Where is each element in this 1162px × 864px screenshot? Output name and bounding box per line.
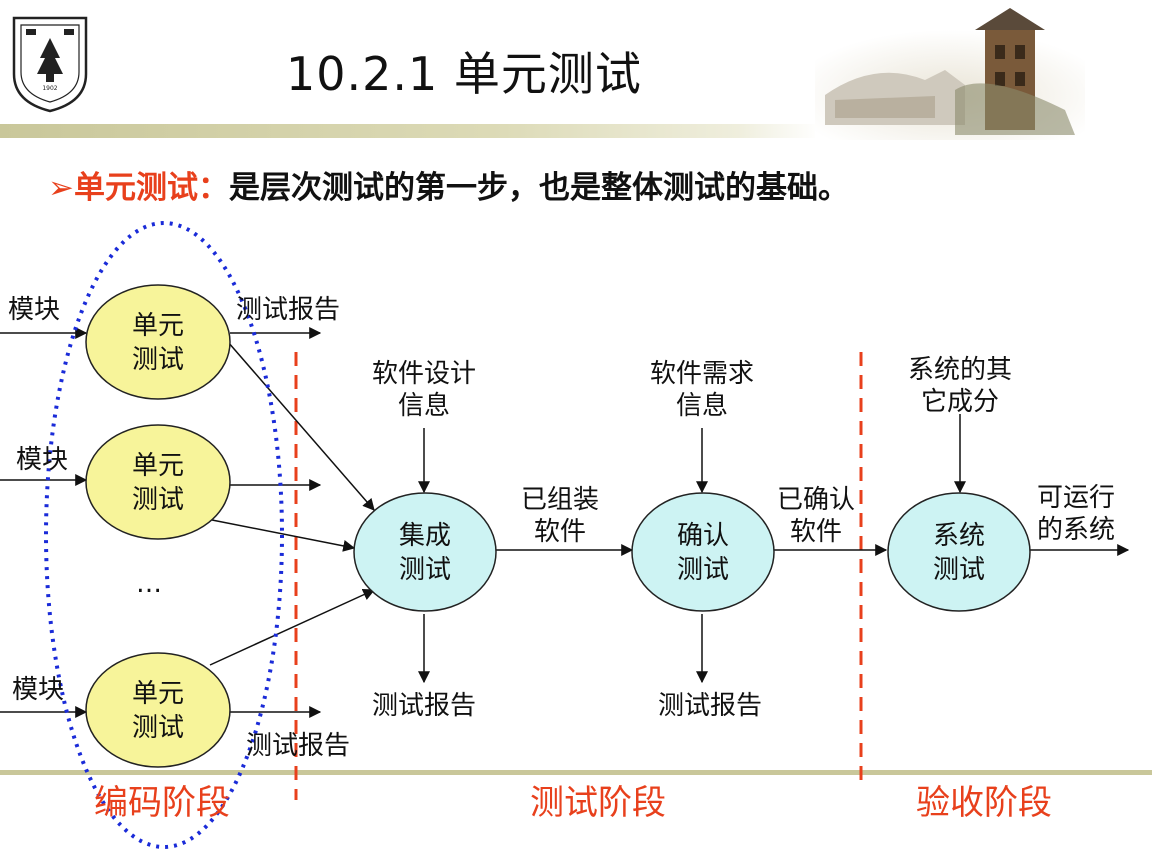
module-label-2: 模块 xyxy=(16,445,68,475)
runnable-line2: 的系统 xyxy=(1037,515,1115,545)
unit-report-bottom: 测试报告 xyxy=(246,731,350,761)
bullet-statement: ➢单元测试：是层次测试的第一步，也是整体测试的基础。 xyxy=(48,162,849,207)
slide-title: 10.2.1 单元测试 xyxy=(286,47,642,101)
integration-line1: 集成 xyxy=(399,521,451,551)
module-label-1: 模块 xyxy=(8,295,60,325)
system-line2: 测试 xyxy=(933,555,985,585)
validation-test-node xyxy=(631,492,775,612)
assembled-line2: 软件 xyxy=(534,517,586,547)
coding-stage-enclosure xyxy=(44,221,284,849)
unit-node-2-line2: 测试 xyxy=(132,485,184,515)
stage-label-testing: 测试阶段 xyxy=(530,783,666,823)
unit-node-1-line1: 单元 xyxy=(132,311,184,341)
integration-line2: 测试 xyxy=(399,555,451,585)
design-info-line1: 软件设计 xyxy=(372,359,476,389)
unit-test-node-1 xyxy=(85,284,231,400)
tower-illustration xyxy=(815,8,1085,140)
svg-text:1902: 1902 xyxy=(42,85,57,92)
assembled-line1: 已组装 xyxy=(521,485,599,515)
footer-band xyxy=(0,770,1152,775)
system-test-node xyxy=(887,492,1031,612)
unit-report-top: 测试报告 xyxy=(236,295,340,325)
unit-to-integration-arrow-3 xyxy=(209,589,376,666)
integration-test-node xyxy=(353,492,497,612)
unit-node-3-line2: 测试 xyxy=(132,713,184,743)
unit-test-node-3 xyxy=(85,652,231,768)
confirmed-line2: 软件 xyxy=(790,517,842,547)
unit-test-node-2 xyxy=(85,424,231,540)
bullet-arrow-icon: ➢ xyxy=(48,170,74,206)
unit-ellipsis: … xyxy=(136,569,162,599)
unit-to-integration-arrow-1 xyxy=(227,341,375,511)
system-line1: 系统 xyxy=(933,521,985,551)
stage-label-acceptance: 验收阶段 xyxy=(916,783,1052,823)
bullet-keyword: 单元测试： xyxy=(73,170,229,206)
requirements-info-line2: 信息 xyxy=(676,391,728,421)
unit-node-3-line1: 单元 xyxy=(132,679,184,709)
header-band xyxy=(0,124,820,138)
validation-line2: 测试 xyxy=(677,555,729,585)
unit-to-integration-arrow-2 xyxy=(211,519,356,552)
design-info-line2: 信息 xyxy=(398,391,450,421)
unit-node-1-line2: 测试 xyxy=(132,345,184,375)
validation-report: 测试报告 xyxy=(658,691,762,721)
runnable-line1: 可运行 xyxy=(1037,483,1115,513)
other-components-line2: 它成分 xyxy=(921,387,999,417)
validation-line1: 确认 xyxy=(677,521,729,551)
bullet-text: 是层次测试的第一步，也是整体测试的基础。 xyxy=(228,170,849,206)
nanjing-university-logo: 1902 xyxy=(12,16,88,113)
confirmed-line1: 已确认 xyxy=(777,485,855,515)
integration-report: 测试报告 xyxy=(372,691,476,721)
other-components-line1: 系统的其 xyxy=(908,355,1012,385)
unit-node-2-line1: 单元 xyxy=(132,451,184,481)
module-label-3: 模块 xyxy=(12,675,64,705)
stage-label-coding: 编码阶段 xyxy=(94,783,230,823)
requirements-info-line1: 软件需求 xyxy=(650,359,754,389)
